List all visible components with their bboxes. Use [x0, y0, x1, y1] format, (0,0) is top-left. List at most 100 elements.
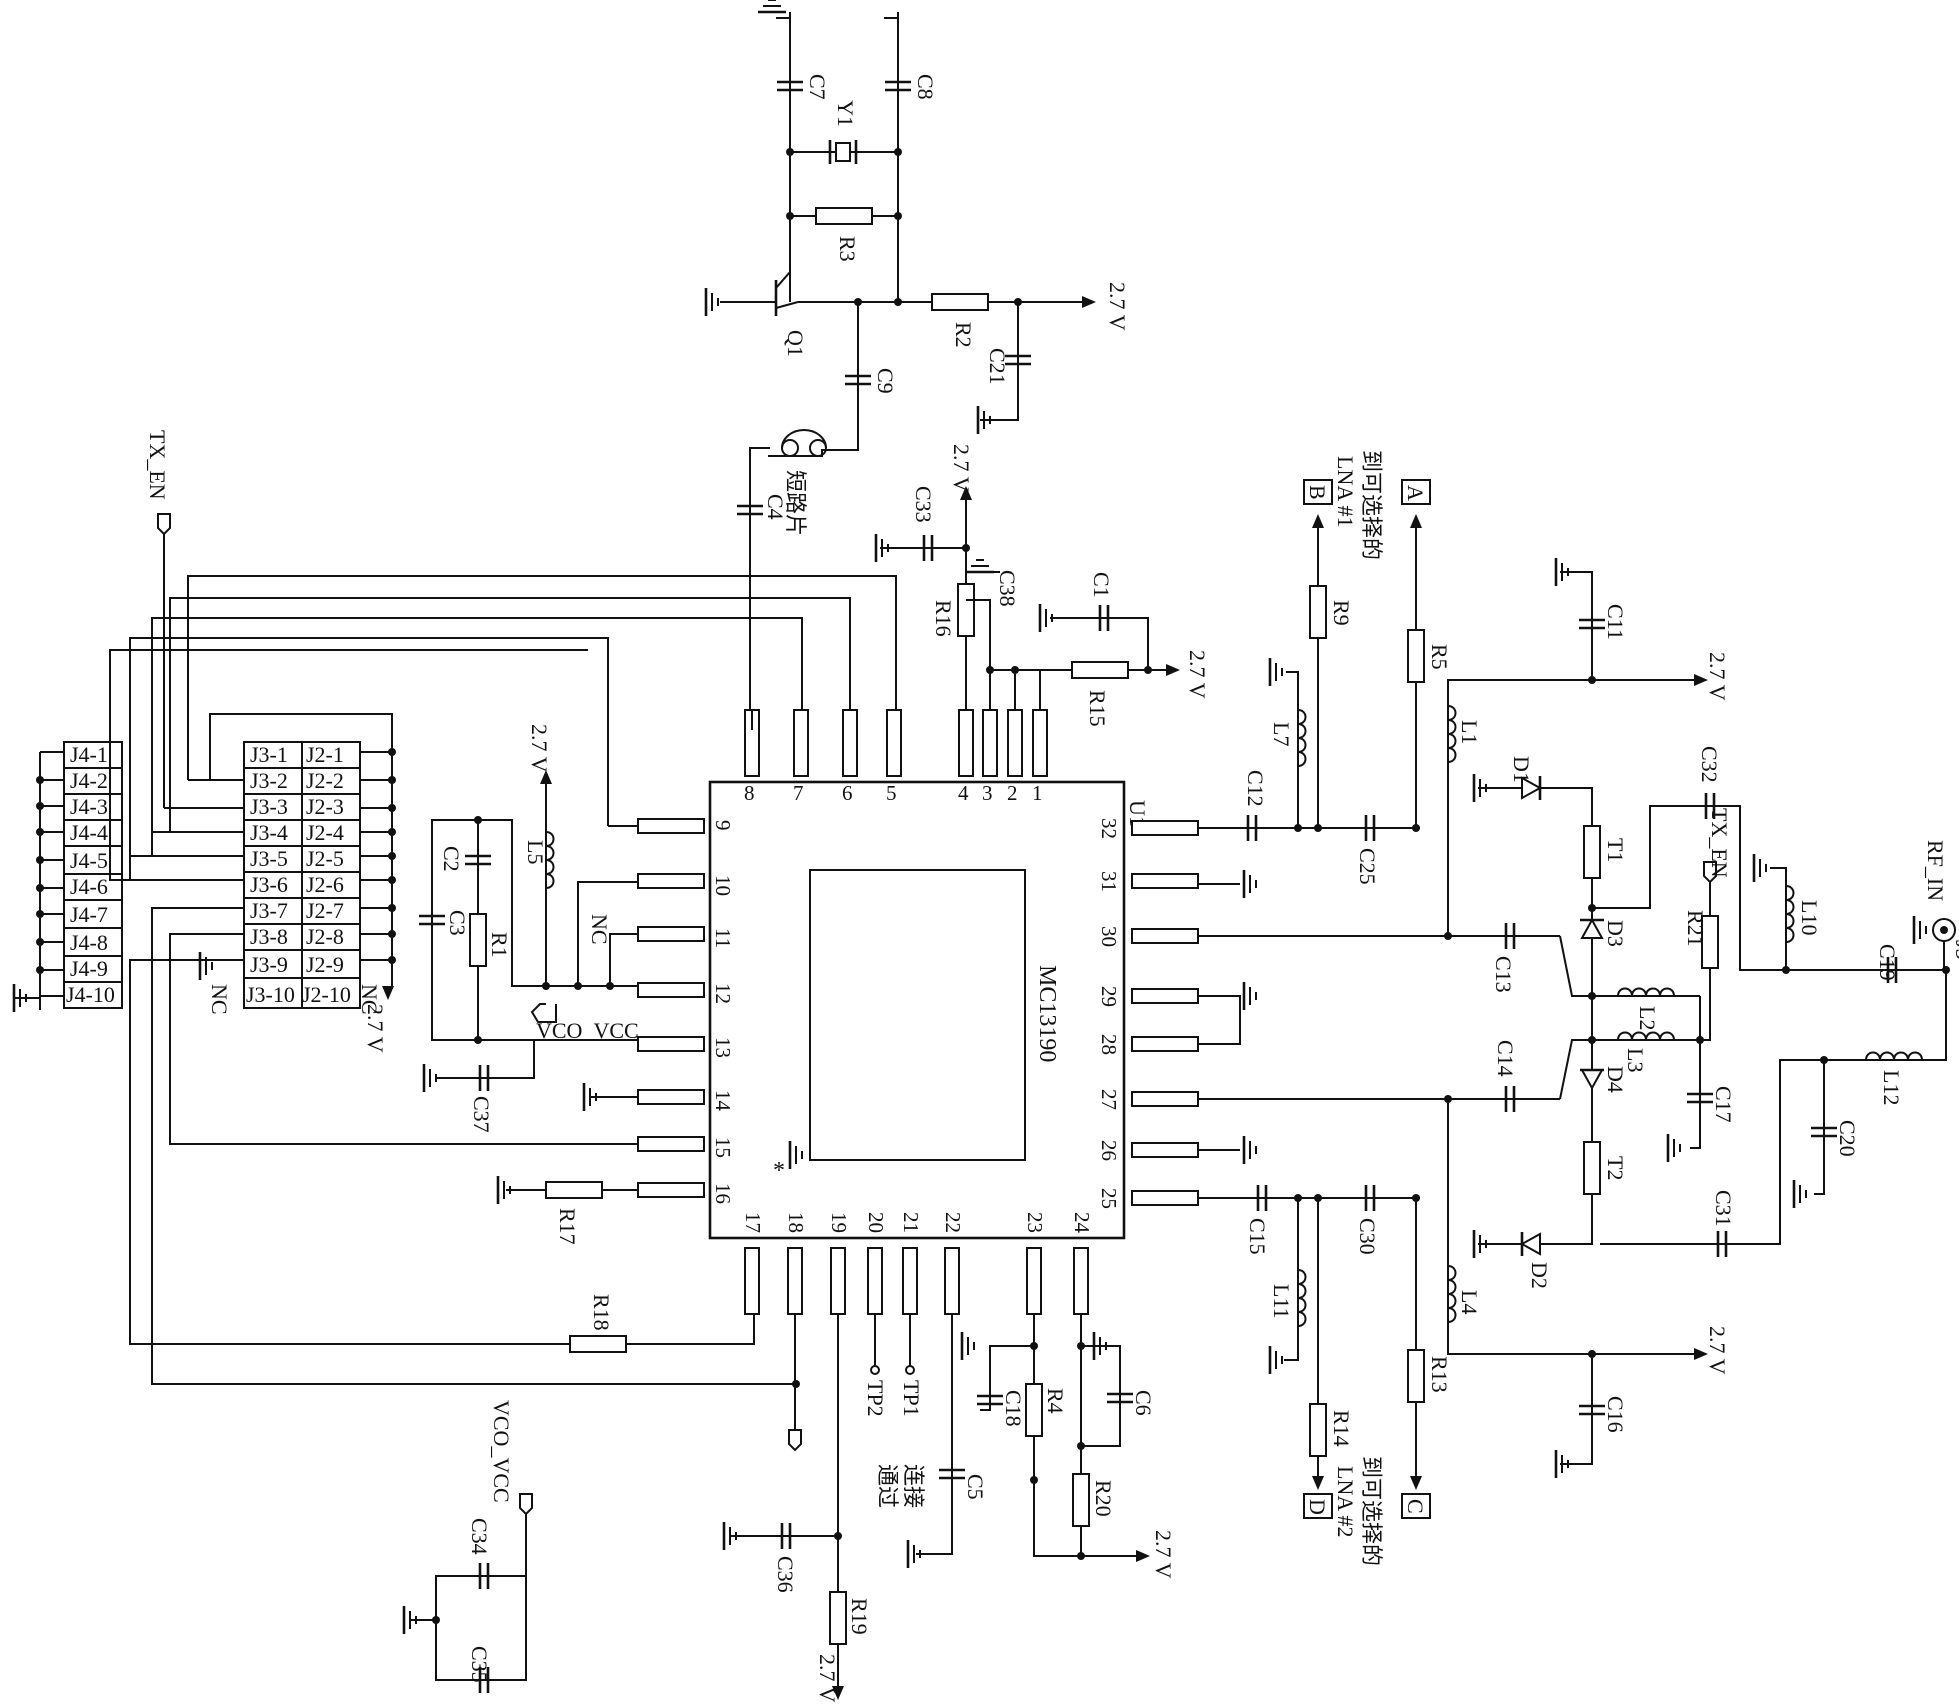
pin-20: 20	[864, 1212, 888, 1233]
label-r3: R3	[835, 236, 860, 262]
supply-c33: 2.7 V	[949, 444, 974, 493]
pin-21: 21	[899, 1212, 923, 1233]
jumper-label: 短路片	[783, 470, 808, 536]
label-d1: D1	[1509, 756, 1534, 783]
j3-8: J3-8	[250, 924, 288, 949]
tx-en-right: TX_EN	[1707, 808, 1732, 878]
nc-j2: NC	[357, 984, 382, 1015]
label-c15: C15	[1245, 1218, 1270, 1255]
j3-5: J3-5	[250, 846, 288, 871]
label-c4: C4	[763, 494, 788, 520]
pin-32: 32	[1097, 818, 1121, 839]
label-c14: C14	[1493, 1040, 1518, 1077]
tp-note-2: 通过	[875, 1464, 900, 1508]
label-c11: C11	[1603, 604, 1628, 640]
j3-1: J3-1	[250, 742, 288, 767]
ic-u1: MC13190 U1 *	[708, 780, 1150, 1240]
pin-5: 5	[886, 781, 897, 805]
label-c21: C21	[985, 348, 1010, 385]
pin-9: 9	[711, 820, 735, 831]
label-c25: C25	[1355, 848, 1380, 885]
ic-part-label: MC13190	[1034, 965, 1060, 1062]
label-c9: C9	[873, 368, 898, 394]
pin-25: 25	[1097, 1188, 1121, 1209]
j3-9: J3-9	[250, 952, 288, 977]
connector-j3: J3-1 J3-2 J3-3 J3-4 J3-5 J3-6 J3-7 J3-8 …	[243, 741, 303, 1009]
pin-17: 17	[741, 1212, 765, 1233]
pin-2: 2	[1007, 781, 1018, 805]
label-c16: C16	[1603, 1396, 1628, 1433]
label-c12: C12	[1243, 770, 1268, 807]
j3-6: J3-6	[250, 872, 288, 897]
lna1-label: LNA #1	[1333, 456, 1358, 528]
label-d3: D3	[1603, 920, 1628, 947]
label-c34: C34	[467, 1518, 492, 1555]
label-tp2: TP2	[863, 1380, 888, 1417]
label-l5: L5	[523, 840, 548, 864]
pin-11: 11	[711, 928, 735, 948]
label-l11: L11	[1269, 1284, 1294, 1319]
label-c18: C18	[1001, 1390, 1026, 1427]
pin-15: 15	[711, 1137, 735, 1158]
label-c1: C1	[1089, 572, 1114, 598]
ic-pin1-marker: *	[773, 1158, 785, 1184]
lna1-cn: 到可选择的	[1359, 450, 1384, 560]
label-c32: C32	[1697, 746, 1722, 783]
j4-7: J4-7	[70, 902, 108, 927]
label-r1: R1	[487, 932, 512, 958]
supply-r15: 2.7 V	[1185, 650, 1210, 699]
connector-j2: J2-1 J2-2 J2-3 J2-4 J2-5 J2-6 J2-7 J2-8 …	[301, 741, 392, 1009]
label-c7: C7	[805, 74, 830, 100]
pin-19: 19	[827, 1212, 851, 1233]
nc-j3: NC	[207, 984, 232, 1015]
label-r5: R5	[1427, 644, 1452, 670]
j4-1: J4-1	[70, 742, 108, 767]
j3-2: J3-2	[250, 768, 288, 793]
connector-j4: J4-1 J4-2 J4-3 J4-4 J4-5 J4-6 J4-7 J4-8 …	[63, 741, 123, 1009]
pin-27: 27	[1097, 1089, 1121, 1110]
label-c33: C33	[911, 486, 936, 523]
j2-6: J2-6	[306, 872, 344, 897]
bottom-wiring: 2.7 V C36 R19 TP2 TP1 连接 通过 C5 C18 R4 C6…	[722, 1314, 1176, 1703]
label-l10: L10	[1797, 900, 1822, 935]
oscillator-section: C7 C8 Y1 R3 Q1 R2 2.7 V C21 C9 短路片 C4	[704, 0, 1130, 710]
pin-23: 23	[1023, 1212, 1047, 1233]
pin-1: 1	[1032, 781, 1043, 805]
pin-14: 14	[711, 1090, 735, 1112]
j4-8: J4-8	[70, 930, 108, 955]
label-c35: C35	[467, 1646, 492, 1683]
port-d: D	[1305, 1499, 1330, 1515]
label-c8: C8	[913, 74, 938, 100]
rf-lna-section: C12 C25 L7 R9 B R5 A 到可选择的 LNA #1 L1 C11…	[1198, 450, 1959, 1566]
label-c31: C31	[1711, 1190, 1736, 1227]
label-l7: L7	[1269, 722, 1294, 746]
pin-18: 18	[784, 1212, 808, 1233]
label-c13: C13	[1491, 956, 1516, 993]
label-c2: C2	[439, 846, 464, 872]
j4-10: J4-10	[66, 982, 115, 1007]
top-bias-network: 2.7 V C33 R16 C38 R15 2.7 V C1	[874, 444, 1210, 727]
label-c36: C36	[773, 1556, 798, 1593]
pin-16: 16	[711, 1183, 735, 1204]
j2-8: J2-8	[306, 924, 344, 949]
supply-l5: 2.7 V	[527, 724, 552, 773]
pin-4: 4	[958, 781, 969, 805]
ic-pins-left: 9 10 11 12 13 14 15 16	[637, 818, 735, 1204]
j2-5: J2-5	[306, 846, 344, 871]
tx-en-left: TX_EN	[145, 430, 170, 500]
label-r17: R17	[555, 1208, 580, 1245]
label-r16: R16	[931, 600, 956, 637]
left-wiring: TX_EN R18 2.7 V NC NC 2.7 V	[12, 430, 897, 1695]
pin-10: 10	[711, 875, 735, 896]
tp-note-1: 连接	[901, 1464, 926, 1508]
j2-10: J2-10	[302, 982, 351, 1007]
j2-4: J2-4	[306, 820, 344, 845]
label-r20: R20	[1091, 1480, 1116, 1517]
ic-pins-top: 8 7 6 5 4 3 2 1	[744, 709, 1048, 805]
pin-12: 12	[711, 983, 735, 1004]
j3-10: J3-10	[246, 982, 295, 1007]
supply-q1: 2.7 V	[1105, 282, 1130, 331]
label-c30: C30	[1355, 1218, 1380, 1255]
rf-in-label: RF_IN	[1923, 840, 1948, 901]
pin-13: 13	[711, 1037, 735, 1058]
